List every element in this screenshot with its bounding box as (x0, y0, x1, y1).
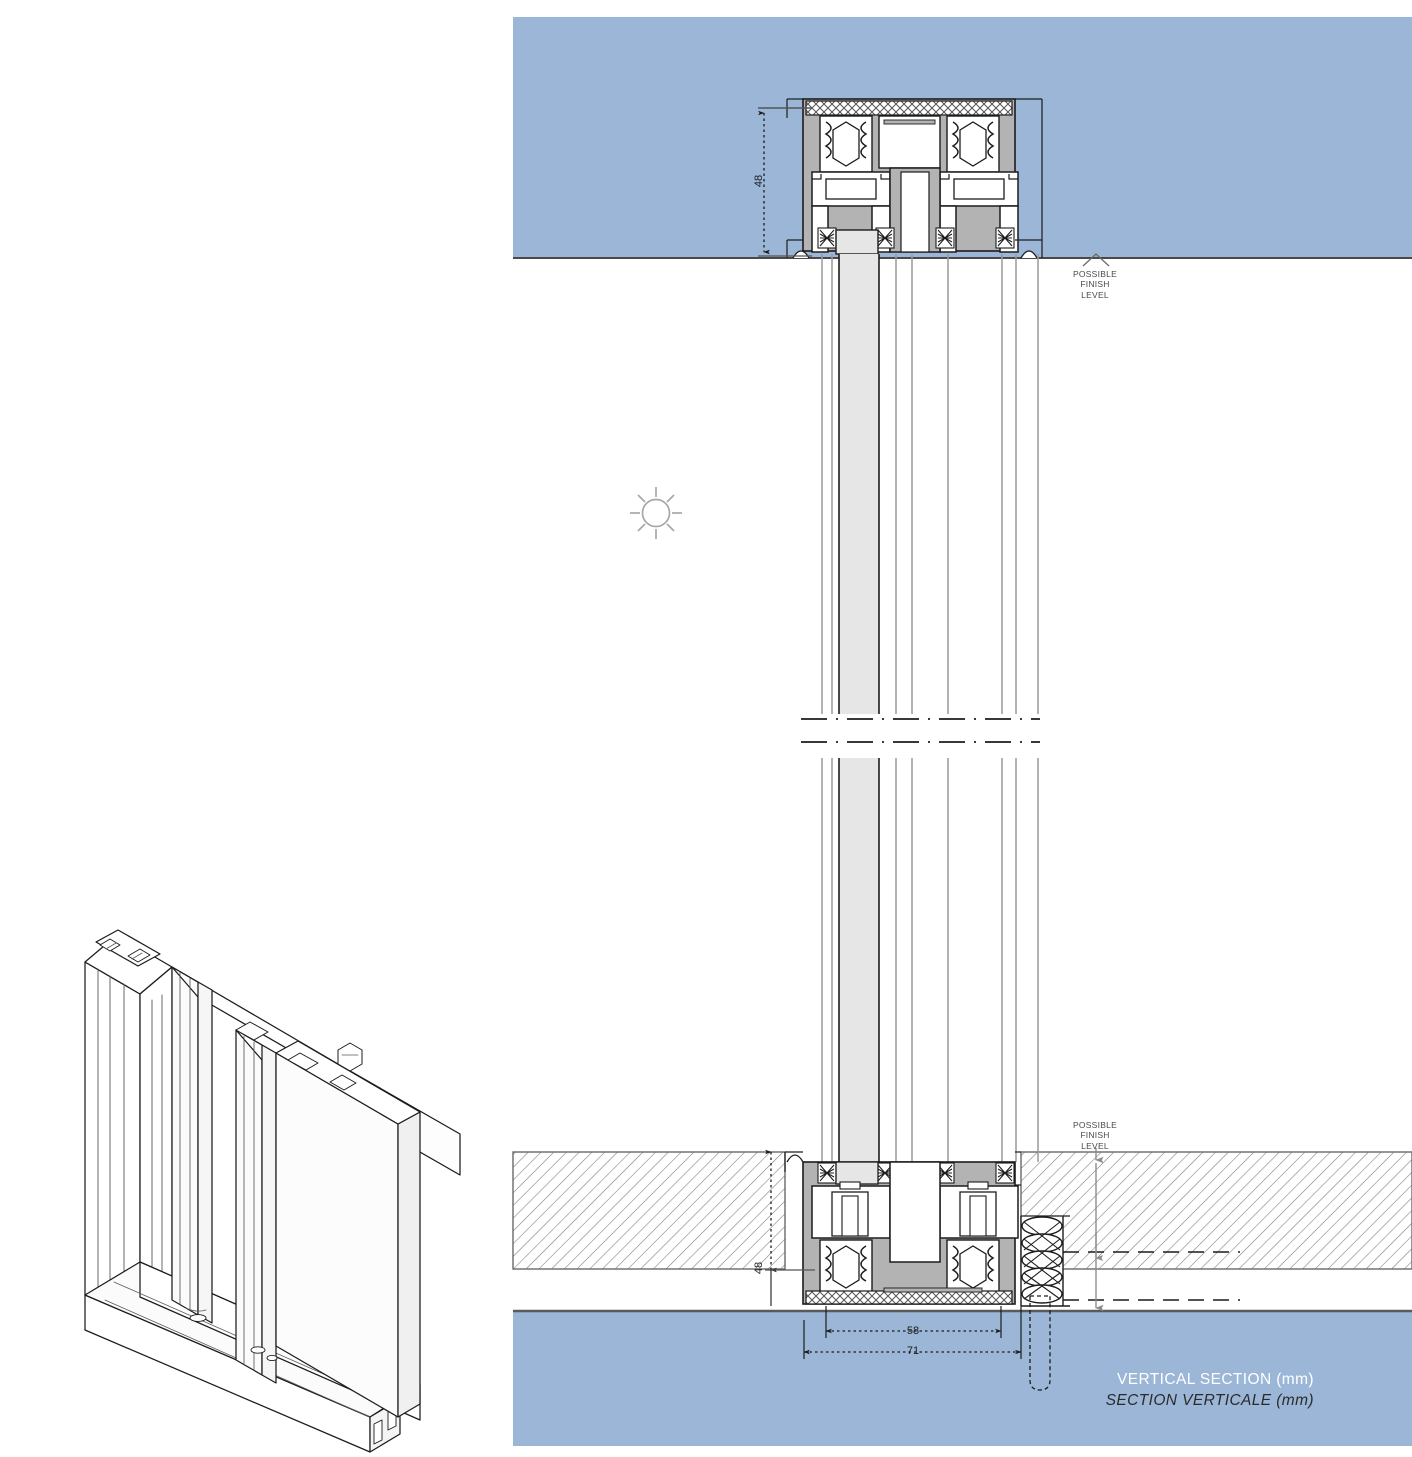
slab-right (1020, 1151, 1412, 1270)
drainage-path (1029, 1295, 1051, 1391)
glass-pane (839, 254, 879, 714)
dimension-lines (758, 107, 1022, 1359)
slab-left (512, 1151, 786, 1270)
finish-level-refs (1063, 1251, 1240, 1301)
roller-housing-left (811, 1181, 891, 1239)
note-leaders (1082, 253, 1110, 1312)
glazing-run (801, 254, 1040, 1162)
head-track-right (939, 171, 1019, 207)
sill-chamber-left (819, 1239, 873, 1293)
wall-lower (513, 1311, 1412, 1446)
glass-bottom-cap (835, 1161, 879, 1185)
head-detail (786, 98, 1043, 259)
head-brush-seals (817, 227, 1015, 249)
sill-sealant-band (805, 1290, 1013, 1305)
wall-regions (512, 17, 1412, 1446)
sill-detail (784, 1151, 1240, 1391)
coil-seal (1021, 1216, 1063, 1304)
glass-top-cap (835, 229, 879, 255)
sun-symbol (630, 487, 682, 539)
roller-housing-right (939, 1181, 1019, 1239)
head-sealant-band (805, 100, 1013, 116)
head-track-left (811, 171, 891, 207)
glass-pane-lower (839, 758, 879, 1162)
sill-chamber-right (946, 1239, 1000, 1293)
isometric-view (84, 929, 461, 1453)
head-chamber-left (819, 115, 873, 173)
head-chamber-right (946, 115, 1000, 173)
